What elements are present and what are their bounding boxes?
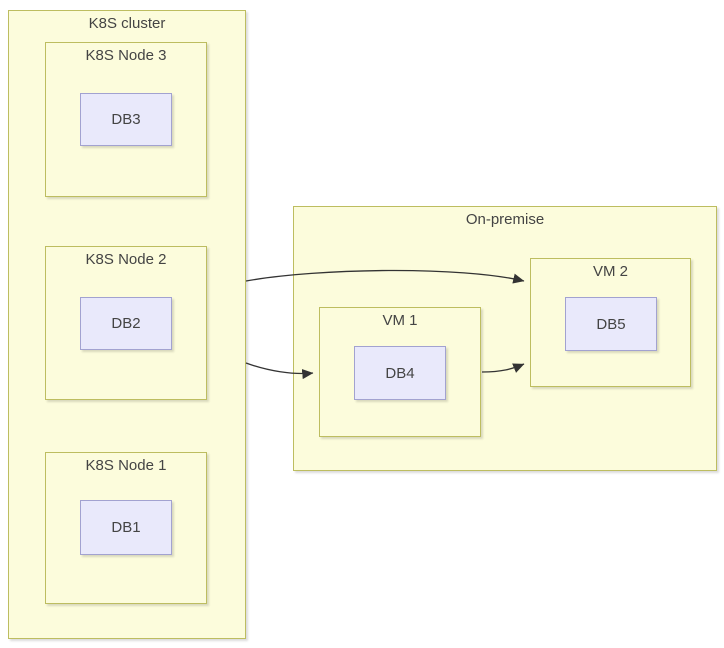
node-k8s-node-2-label: K8S Node 2: [85, 251, 167, 268]
node-k8s-node-3: K8S Node 3: [45, 42, 207, 197]
group-on-premise-label: On-premise: [465, 211, 545, 228]
database-db2: DB2: [80, 297, 172, 350]
database-db4: DB4: [354, 346, 446, 400]
group-k8s-cluster-label: K8S cluster: [88, 15, 166, 32]
node-k8s-node-3-label: K8S Node 3: [85, 47, 167, 64]
database-db5: DB5: [565, 297, 657, 351]
node-vm-1-label: VM 1: [382, 312, 418, 329]
node-k8s-node-1-label: K8S Node 1: [85, 457, 167, 474]
database-db1: DB1: [80, 500, 172, 555]
node-vm-2-label: VM 2: [592, 263, 628, 280]
database-db3: DB3: [80, 93, 172, 146]
